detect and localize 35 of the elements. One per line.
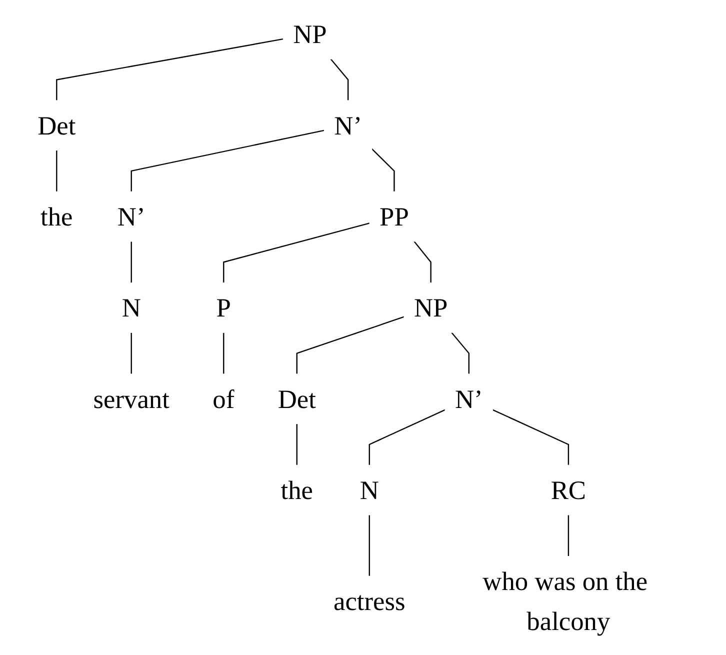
node-text: Det [38, 110, 76, 140]
node-text: N [122, 292, 141, 323]
node-text: N’ [334, 110, 362, 140]
connector [130, 130, 325, 192]
node-text: who was on the balcony [482, 566, 648, 636]
node-text: the [280, 475, 314, 506]
node-text: Det [278, 384, 316, 414]
connector [296, 423, 298, 466]
connector [568, 514, 570, 557]
node-text: NP [414, 292, 448, 323]
node-text: N’ [117, 202, 146, 232]
node-text: NP [293, 19, 327, 50]
connector [414, 240, 432, 284]
connector [130, 241, 132, 284]
connector [56, 38, 284, 101]
connector [371, 148, 395, 192]
node-text: N [360, 475, 379, 506]
connector [368, 514, 370, 576]
connector [296, 316, 405, 374]
connector [223, 222, 370, 284]
node-text: the [40, 202, 73, 232]
connector [130, 332, 132, 374]
connector [223, 332, 224, 374]
node-text: servant [93, 384, 170, 414]
connector [56, 150, 58, 192]
connector [368, 409, 446, 466]
connector [450, 332, 470, 374]
node-text: of [212, 384, 235, 414]
node-text: actress [333, 586, 406, 616]
connector [330, 58, 349, 101]
node-text: N’ [454, 384, 483, 414]
connector [492, 409, 570, 466]
node-text: RC [550, 475, 586, 506]
node-text: PP [380, 202, 409, 232]
node-text: P [216, 292, 231, 323]
